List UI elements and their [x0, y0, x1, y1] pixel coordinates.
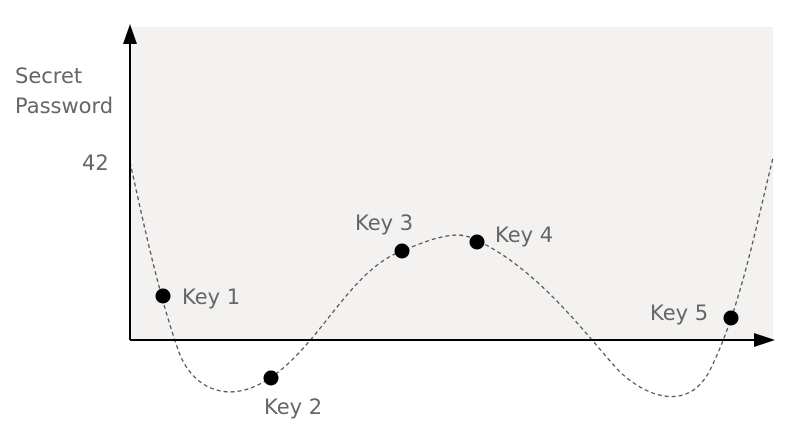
- key-point-3: [394, 243, 410, 259]
- x-axis-arrow-icon: [754, 333, 775, 347]
- key-label-5: Key 5: [650, 301, 708, 325]
- plot-background: [130, 27, 773, 340]
- key-label-2: Key 2: [264, 395, 322, 419]
- y-axis-label-line1: Secret: [15, 64, 82, 88]
- key-label-1: Key 1: [182, 285, 240, 309]
- y-axis-arrow-icon: [123, 24, 137, 44]
- polynomial-curve: [129, 157, 774, 398]
- key-point-1: [155, 288, 171, 304]
- y-tick-label: 42: [82, 151, 109, 175]
- key-point-4: [469, 234, 485, 250]
- key-label-3: Key 3: [355, 211, 413, 235]
- key-label-4: Key 4: [495, 223, 553, 247]
- key-point-5: [723, 310, 739, 326]
- key-point-2: [263, 370, 279, 386]
- y-axis-label-line2: Password: [15, 94, 113, 118]
